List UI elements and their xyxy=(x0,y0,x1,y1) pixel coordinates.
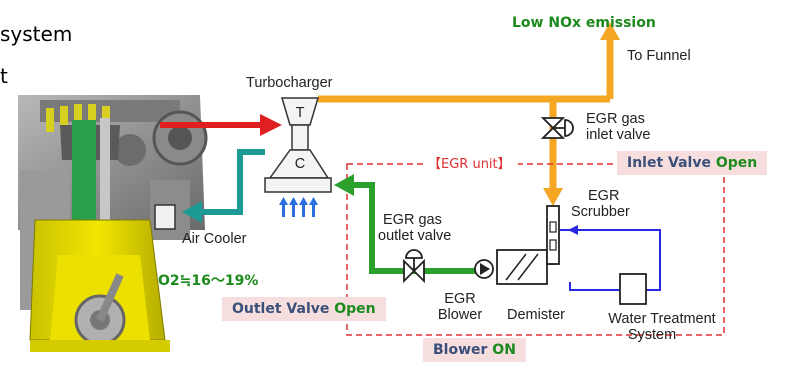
o2-concentration-label: O2≒16～19% xyxy=(158,273,258,289)
outlet-valve-status-state: Open xyxy=(334,301,376,317)
water-treatment-label-line2: System xyxy=(628,327,676,343)
blower-status-state: ON xyxy=(492,342,516,358)
charge-air-line xyxy=(182,149,265,223)
water-treatment-label-line1: Water Treatment xyxy=(608,311,715,327)
inlet-valve-status: Inlet Valve Open xyxy=(617,151,768,175)
egr-outlet-valve-label-line1: EGR gas xyxy=(383,212,442,228)
outlet-valve-status: Outlet Valve Open xyxy=(222,297,386,321)
egr-inlet-valve-icon xyxy=(540,117,574,139)
egr-blower-icon xyxy=(474,259,494,279)
egr-blower-label-line1: EGR xyxy=(444,291,475,307)
inlet-valve-status-state: Open xyxy=(715,155,758,171)
water-treatment-icon xyxy=(619,273,647,305)
compressor-label: C xyxy=(295,156,305,172)
blower-status-prefix: Blower xyxy=(433,342,493,358)
egr-inlet-valve-label-line1: EGR gas xyxy=(586,111,645,127)
egr-inlet-valve-label-line2: inlet valve xyxy=(586,127,650,143)
title-fragment-1: system xyxy=(0,22,73,46)
low-nox-emission-label: Low NOx emission xyxy=(512,15,656,31)
turbocharger: T C xyxy=(264,97,332,217)
hot-gas-line xyxy=(160,114,282,136)
egr-unit-boundary xyxy=(346,163,725,336)
egr-unit-label: 【EGR unit】 xyxy=(428,157,511,172)
demister-icon xyxy=(496,249,556,285)
egr-outlet-valve-icon xyxy=(403,249,425,284)
turbine-label: T xyxy=(296,105,305,121)
egr-outlet-valve-label-line2: outlet valve xyxy=(378,228,451,244)
inlet-valve-status-prefix: Inlet Valve xyxy=(627,155,716,171)
egr-scrubber-icon xyxy=(546,205,560,265)
exhaust-gas-line xyxy=(318,22,620,206)
demister-label: Demister xyxy=(507,307,565,323)
water-line xyxy=(560,225,661,291)
title-fragment-2: t xyxy=(0,64,8,88)
egr-scrubber-label-line2: Scrubber xyxy=(571,204,630,220)
to-funnel-label: To Funnel xyxy=(627,48,691,64)
air-intake-arrows-icon xyxy=(279,197,318,217)
air-cooler-label: Air Cooler xyxy=(182,231,247,247)
egr-scrubber-label-line1: EGR xyxy=(588,188,619,204)
egr-blower-label-line2: Blower xyxy=(438,307,482,323)
outlet-valve-status-prefix: Outlet Valve xyxy=(232,301,335,317)
turbocharger-label: Turbocharger xyxy=(246,75,333,91)
blower-status: Blower ON xyxy=(423,338,526,362)
engine-illustration xyxy=(18,95,208,352)
